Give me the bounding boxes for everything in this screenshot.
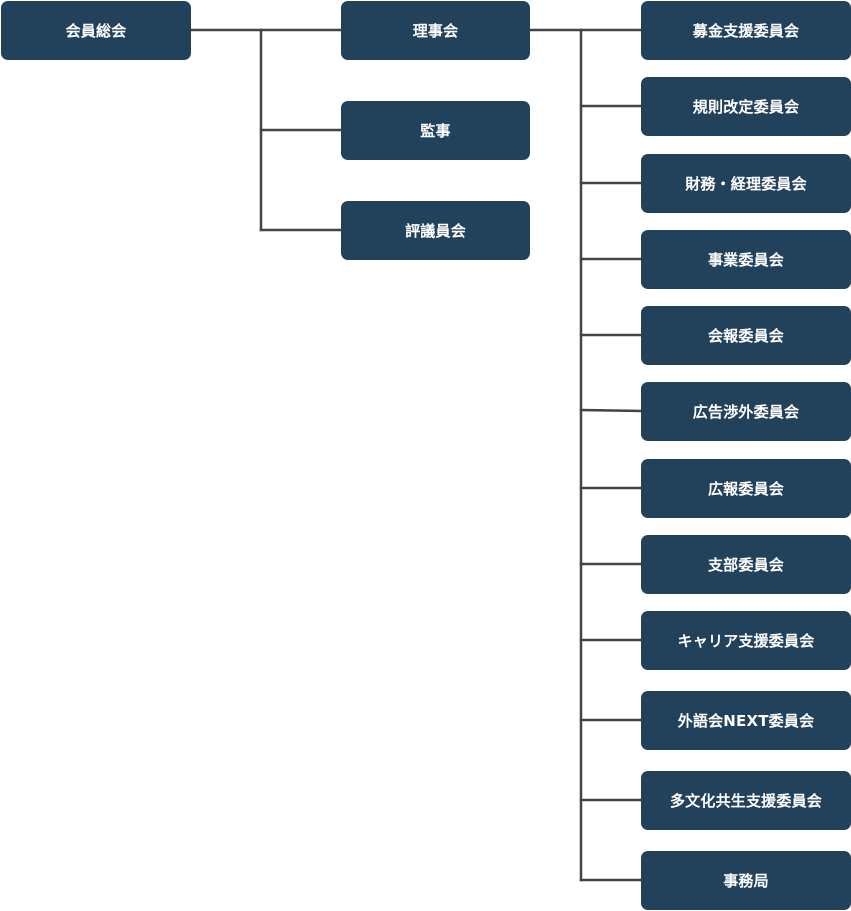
node-label: 事務局 <box>723 872 769 890</box>
node-label: 多文化共生支援委員会 <box>669 792 822 810</box>
node-label: 広告渉外委員会 <box>692 403 800 421</box>
node-finance-committee: 財務・経理委員会 <box>641 154 851 213</box>
node-fundraising-committee: 募金支援委員会 <box>641 1 851 60</box>
node-advertising-committee: 広告渉外委員会 <box>641 382 851 441</box>
node-label: 監事 <box>420 122 451 140</box>
node-general-assembly: 会員総会 <box>1 1 191 60</box>
node-label: 広報委員会 <box>707 480 784 498</box>
node-label: キャリア支援委員会 <box>677 632 815 650</box>
node-label: 財務・経理委員会 <box>685 175 807 193</box>
connector-to-committee <box>579 408 643 413</box>
node-label: 会員総会 <box>65 22 127 40</box>
node-label: 理事会 <box>412 22 459 40</box>
node-pr-committee: 広報委員会 <box>641 459 851 518</box>
node-bulletin-committee: 会報委員会 <box>641 306 851 365</box>
node-board: 理事会 <box>341 1 530 60</box>
node-next-committee: 外語会NEXT委員会 <box>641 691 851 750</box>
node-label: 規則改定委員会 <box>692 98 800 116</box>
node-rules-committee: 規則改定委員会 <box>641 77 851 136</box>
node-label: 募金支援委員会 <box>692 22 800 40</box>
node-auditor: 監事 <box>341 101 530 160</box>
node-label: 会報委員会 <box>707 327 784 345</box>
node-business-committee: 事業委員会 <box>641 230 851 289</box>
node-label: 評議員会 <box>405 222 466 240</box>
node-career-committee: キャリア支援委員会 <box>641 611 851 670</box>
node-label: 事業委員会 <box>707 251 784 269</box>
node-secretariat: 事務局 <box>641 851 851 910</box>
node-label: 支部委員会 <box>707 556 784 574</box>
node-multicultural-committee: 多文化共生支援委員会 <box>641 771 851 830</box>
node-label: 外語会NEXT委員会 <box>677 712 815 730</box>
node-council: 評議員会 <box>341 201 530 260</box>
node-branch-committee: 支部委員会 <box>641 535 851 594</box>
